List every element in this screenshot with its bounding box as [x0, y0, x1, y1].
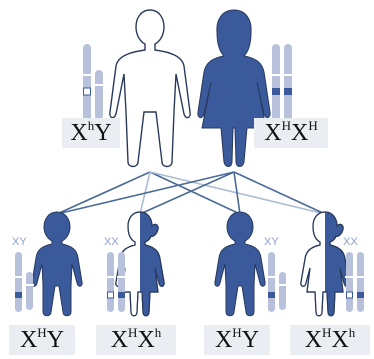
mother-x2-gap: [283, 74, 293, 76]
daughter-2-x2-band: [357, 292, 364, 298]
daughter-2-x2-letter: X: [331, 327, 348, 353]
son-2-chromosomes: [267, 252, 287, 312]
daughter-2-x1-chromosome: [346, 252, 353, 312]
daughter-1-x1-gap: [106, 276, 115, 278]
son-2-x-chromosome: [268, 252, 275, 312]
son-2-silhouette: [215, 212, 265, 316]
son-2-x-allele: H: [232, 325, 241, 340]
mother-x1-band: [272, 88, 280, 95]
daughter-2-x2-allele: h: [349, 325, 356, 340]
father-chromosomes: [82, 44, 104, 122]
father-x-letter: X: [70, 120, 87, 146]
father-genotype-label: XhY: [62, 118, 120, 148]
mother-x1-letter: X: [264, 120, 281, 146]
daughter-1-genotype-label: XHXh: [96, 325, 176, 355]
son-1-y-gap: [25, 284, 34, 286]
daughter-1-x2-letter: X: [137, 327, 154, 353]
son-1-x-allele: H: [37, 325, 46, 340]
son-1-x-gap: [14, 276, 23, 278]
son-1-figure: [32, 212, 82, 316]
daughter-1-x1-letter: X: [111, 327, 128, 353]
daughter-1-x2-gap: [117, 276, 126, 278]
daughter-2-chromosomes: [345, 252, 365, 312]
daughter-1-figure: [116, 205, 180, 325]
mother-genotype-label: XHXH: [254, 118, 328, 148]
daughter-1-x1-allele: H: [128, 325, 137, 340]
mother-x1-allele: H: [282, 118, 291, 133]
daughter-1-x2-chromosome: [118, 252, 125, 312]
son-1-genotype-label: XHY: [9, 325, 75, 355]
daughter-2-x1-allele: H: [322, 325, 331, 340]
son-1-x-letter: X: [20, 327, 37, 353]
mother-x1-gap: [271, 74, 281, 76]
father-silhouette: [110, 10, 190, 167]
mother-x2-letter: X: [291, 120, 308, 146]
father-x-chromosome: [83, 44, 91, 122]
daughter-1-x2-allele: h: [155, 325, 162, 340]
daughter-1-sex-letters: XX: [104, 236, 119, 248]
father-y-gap: [94, 84, 104, 86]
daughter-2-figure: [301, 205, 365, 325]
line-mother-son1: [57, 172, 234, 214]
mother-x2-chromosome: [284, 44, 292, 122]
son-1-silhouette: [32, 212, 82, 316]
son-2-genotype-label: XHY: [204, 325, 270, 355]
daughter-2-x2-chromosome: [357, 252, 364, 312]
line-mother-daughter1: [140, 172, 234, 214]
son-2-y-letter: Y: [242, 327, 259, 353]
mother-x1-chromosome: [272, 44, 280, 122]
son-1-x-chromosome: [15, 252, 22, 312]
father-x-mutant-band: [84, 88, 91, 95]
daughter-1-affected-half: [140, 205, 180, 325]
line-father-son1: [57, 172, 150, 214]
inheritance-lines: [57, 172, 325, 214]
mother-x2-band: [284, 88, 292, 95]
line-father-son2: [150, 172, 240, 214]
daughter-1-x2-band: [118, 292, 125, 298]
son-1-sex-letters: XY: [12, 236, 27, 248]
son-1-chromosomes: [14, 252, 34, 312]
daughter-1-x1-mutant-band: [108, 292, 114, 298]
line-mother-daughter2: [234, 172, 325, 214]
son-2-y-gap: [278, 284, 287, 286]
father-x-chromatid-gap: [82, 74, 92, 76]
father-x-allele: h: [88, 118, 95, 133]
son-2-x-letter: X: [215, 327, 232, 353]
daughter-2-x1-letter: X: [305, 327, 322, 353]
son-1-y-letter: Y: [47, 327, 64, 353]
daughter-1-x1-chromosome: [107, 252, 114, 312]
son-2-sex-letters: XY: [264, 236, 279, 248]
father-figure: [110, 10, 190, 167]
father-y-letter: Y: [94, 120, 111, 146]
mother-x2-allele: H: [308, 118, 317, 133]
son-1-x-band: [15, 292, 22, 298]
son-2-y-chromosome: [279, 272, 286, 310]
daughter-2-x1-mutant-band: [347, 292, 353, 298]
son-2-x-gap: [267, 276, 276, 278]
daughter-2-sex-letters: XX: [343, 236, 358, 248]
son-2-x-band: [268, 292, 275, 298]
son-2-figure: [215, 212, 265, 316]
daughter-2-x1-gap: [345, 276, 354, 278]
daughter-2-x2-gap: [356, 276, 365, 278]
mother-chromosomes: [271, 44, 293, 122]
father-y-chromosome: [95, 70, 103, 120]
daughter-2-genotype-label: XHXh: [290, 325, 370, 355]
son-1-y-chromosome: [26, 272, 33, 310]
